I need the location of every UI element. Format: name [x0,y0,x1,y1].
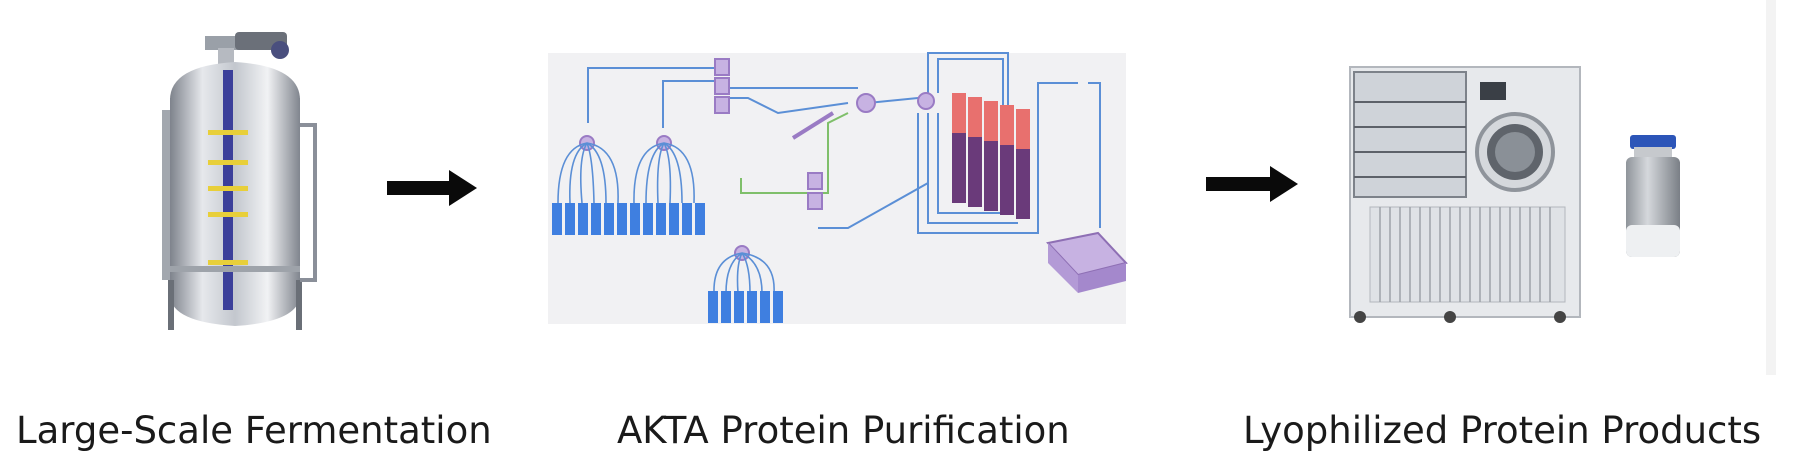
edge-divider [1766,0,1776,375]
step-label-lyophilization: Lyophilized Protein Products [1243,409,1762,452]
fermenter-tank-image [162,32,317,330]
freeze-dryer-image [1349,66,1581,323]
right-arrow-icon [1206,166,1298,202]
akta-flow-diagram-image [548,52,1128,324]
step-label-purification: AKTA Protein Purification [617,409,1070,452]
protein-vial-image [1626,135,1680,257]
right-arrow-icon [387,170,477,206]
step-label-fermentation: Large-Scale Fermentation [16,409,492,452]
